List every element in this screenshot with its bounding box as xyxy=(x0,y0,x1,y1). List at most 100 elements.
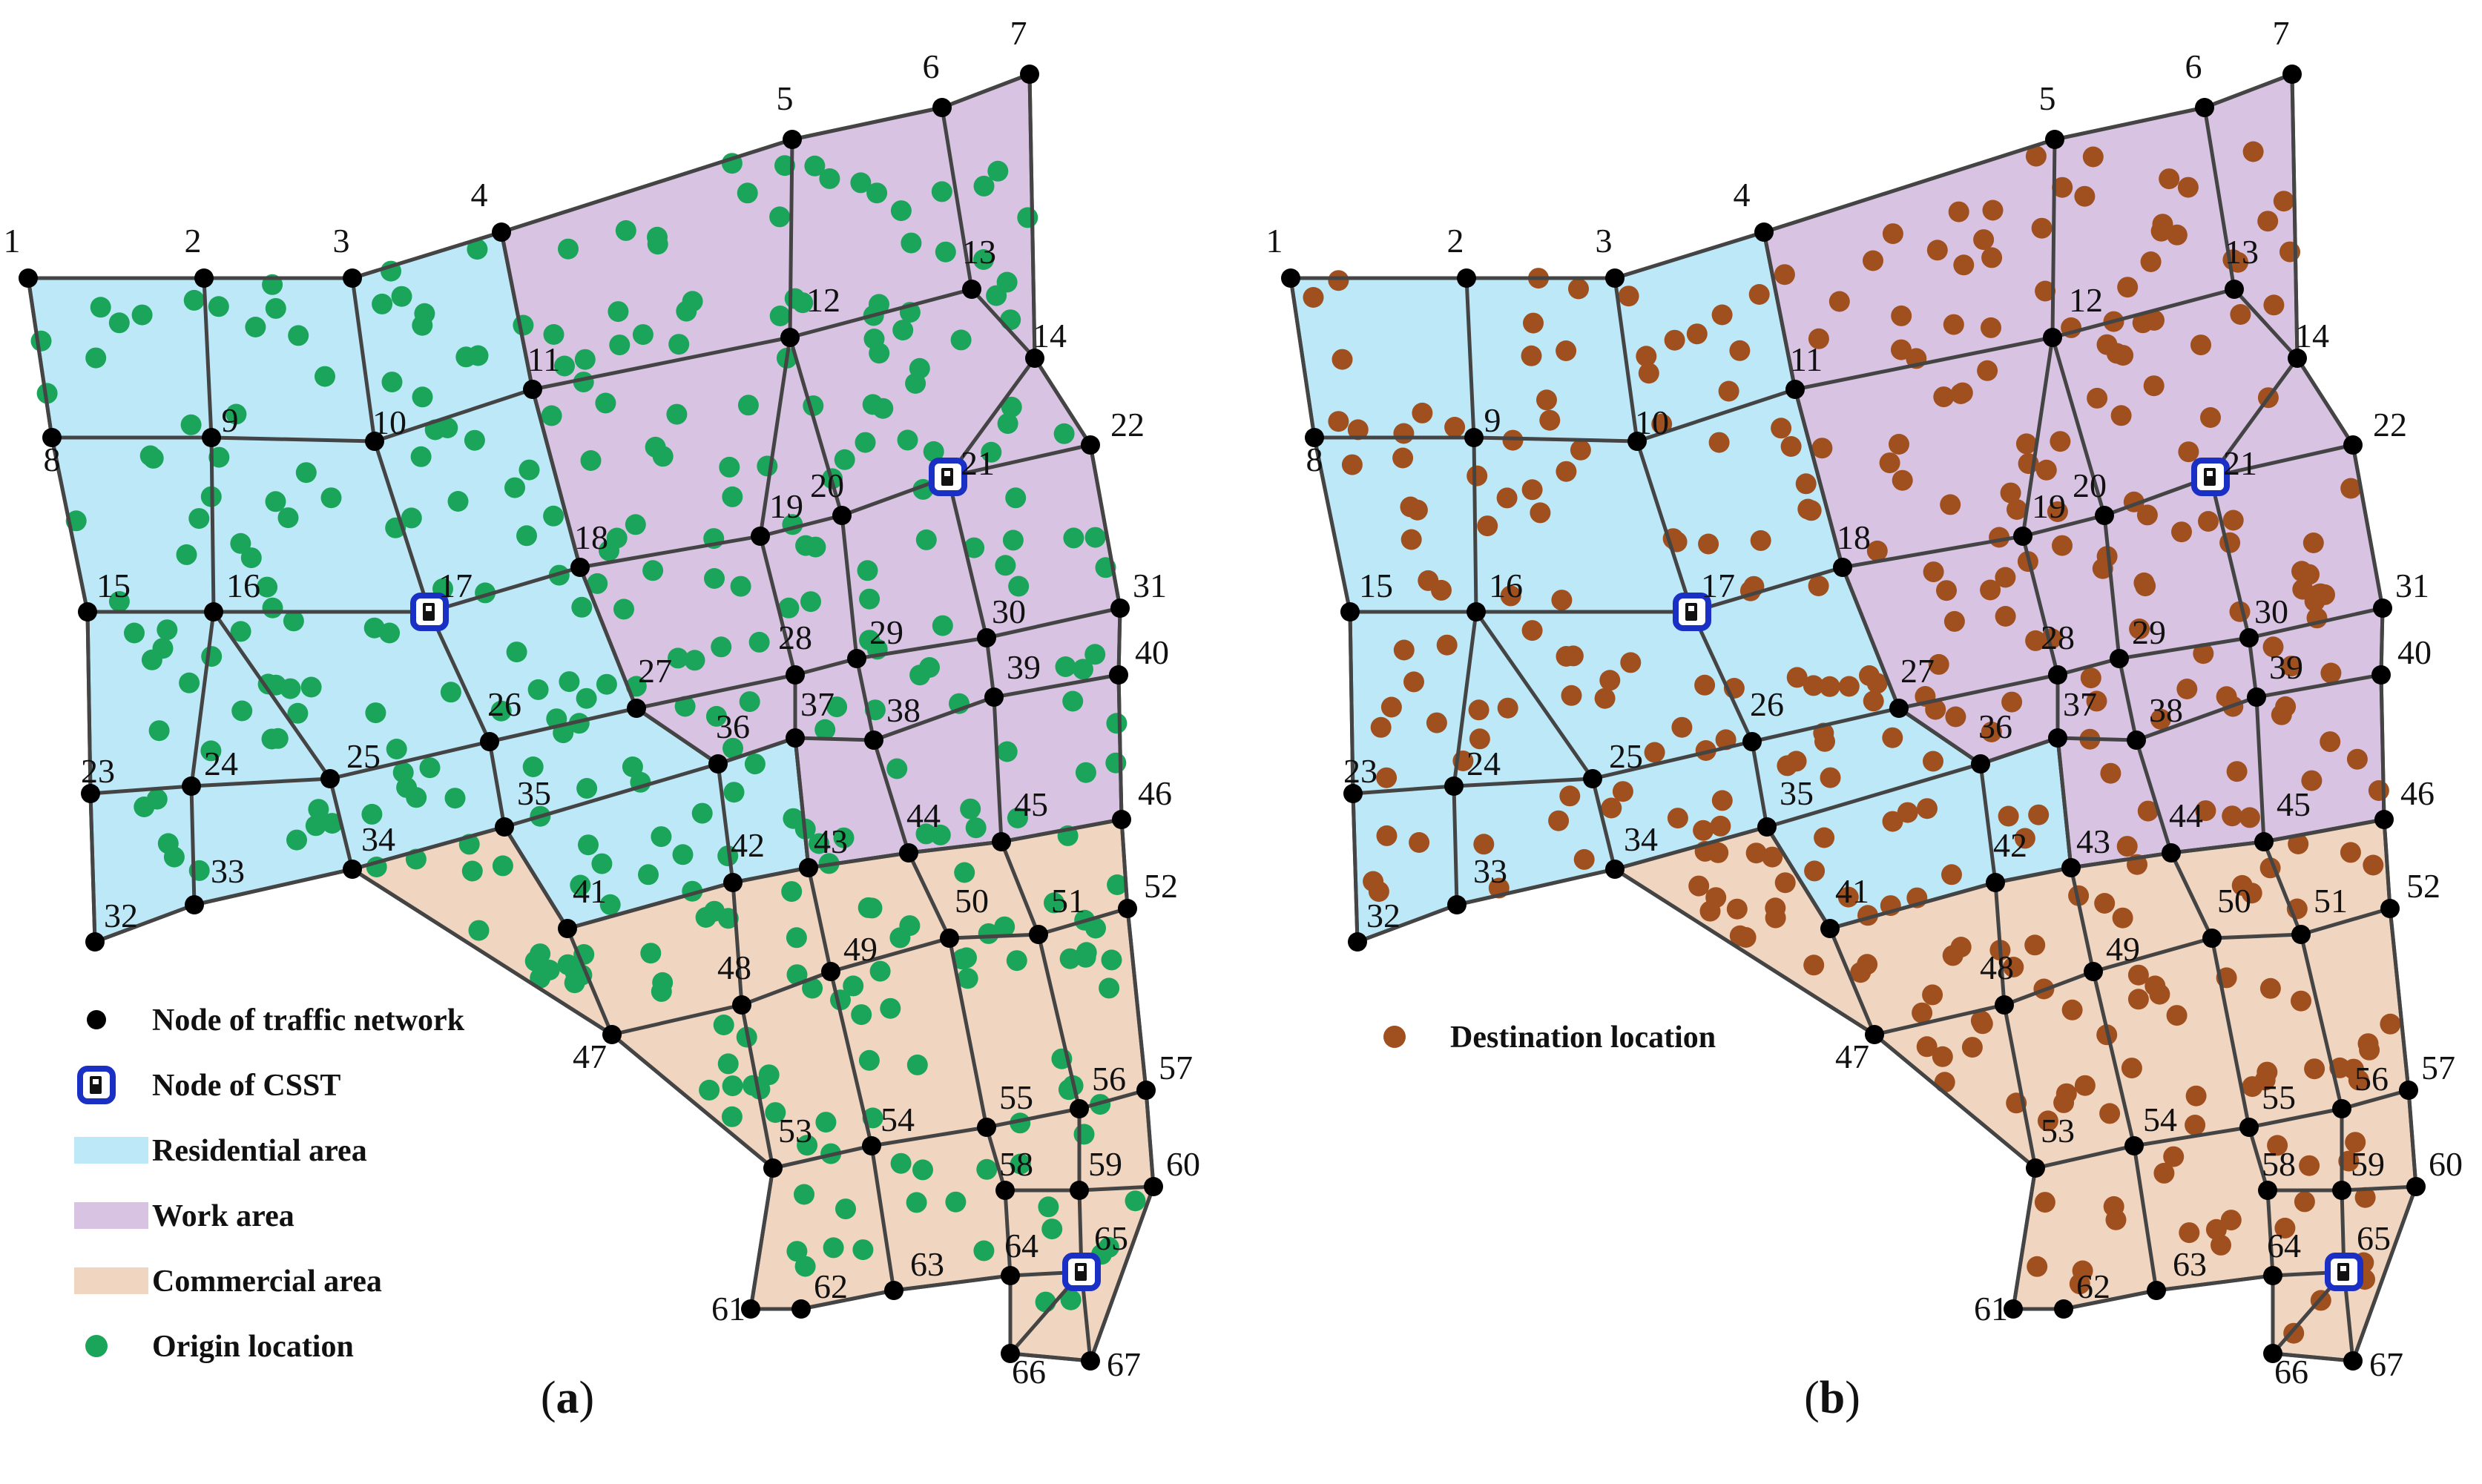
destination-location-marker xyxy=(1562,645,1584,667)
road-edge xyxy=(502,762,720,829)
destination-location-marker xyxy=(2028,804,2050,825)
node-label-15: 15 xyxy=(96,567,131,604)
road-edge xyxy=(350,276,377,443)
node-label-22: 22 xyxy=(2373,406,2407,443)
origin-location-marker xyxy=(722,486,743,507)
node-label-16: 16 xyxy=(226,567,260,604)
node-label-14: 14 xyxy=(2295,317,2329,354)
origin-location-marker xyxy=(996,271,1018,293)
node-label-22: 22 xyxy=(1110,406,1145,443)
node-label-44: 44 xyxy=(906,797,941,834)
destination-location-marker xyxy=(1380,696,1402,718)
origin-location-marker xyxy=(869,960,891,982)
destination-location-marker xyxy=(2024,934,2046,956)
destination-location-marker xyxy=(1897,802,1918,823)
destination-location-marker xyxy=(2037,1110,2058,1132)
road-edge xyxy=(1036,906,1130,937)
road-edge xyxy=(88,791,97,944)
node-label-42: 42 xyxy=(1993,826,2027,864)
road-edge xyxy=(740,969,833,1007)
node-label-6: 6 xyxy=(923,47,940,85)
destination-location-marker xyxy=(2359,1039,2380,1061)
origin-location-marker xyxy=(519,459,540,481)
origin-markers xyxy=(30,153,1146,1313)
node-label-57: 57 xyxy=(2421,1049,2455,1086)
network-node xyxy=(1971,754,1990,774)
origin-location-marker xyxy=(668,334,690,355)
road-edge xyxy=(716,762,735,885)
destination-location-marker xyxy=(1444,417,1466,438)
network-node xyxy=(2247,687,2266,707)
road-edge xyxy=(999,817,1124,844)
destination-location-marker xyxy=(1804,860,1826,882)
road-edge xyxy=(855,636,989,661)
road-edge xyxy=(1474,610,1595,781)
destination-location-marker xyxy=(2220,1210,2242,1231)
network-node xyxy=(185,895,204,914)
origin-location-marker xyxy=(622,756,643,777)
road-edge xyxy=(748,1166,775,1311)
destination-location-marker xyxy=(1530,502,1551,524)
origin-location-marker xyxy=(85,347,107,369)
road-edge xyxy=(1116,673,1124,822)
road-edge xyxy=(2247,1125,2270,1193)
origin-location-marker xyxy=(642,560,664,581)
destination-location-marker xyxy=(1568,278,1589,300)
origin-location-marker xyxy=(809,833,829,854)
road-edge xyxy=(1452,776,1595,788)
road-edge xyxy=(1144,1088,1156,1189)
node-label-49: 49 xyxy=(843,930,878,968)
road-edge xyxy=(2202,105,2236,291)
node-label-24: 24 xyxy=(1467,745,1501,782)
road-edge xyxy=(1125,906,1148,1092)
destination-location-marker xyxy=(2211,1234,2231,1256)
origin-location-marker xyxy=(558,238,579,260)
destination-location-marker xyxy=(1418,570,1439,591)
destination-location-marker xyxy=(1803,675,1824,696)
origin-location-marker xyxy=(722,1075,743,1097)
road-edge xyxy=(634,706,720,766)
road-edge xyxy=(2265,1188,2275,1278)
destination-location-marker xyxy=(1686,323,1708,345)
origin-location-marker xyxy=(287,702,309,724)
origin-location-marker xyxy=(283,610,304,632)
origin-location-marker xyxy=(786,927,807,949)
network-node xyxy=(1110,598,1130,618)
origin-location-marker xyxy=(912,1159,933,1181)
node-label-67: 67 xyxy=(2369,1345,2403,1383)
origin-location-marker xyxy=(672,844,694,865)
road-edge xyxy=(202,276,214,440)
network-node xyxy=(2263,1266,2282,1285)
origin-location-marker xyxy=(748,631,770,653)
destination-location-marker xyxy=(2190,334,2211,356)
node-label-30: 30 xyxy=(992,593,1026,630)
network-node xyxy=(2045,130,2064,149)
road-edge xyxy=(1993,865,2073,885)
origin-location-marker xyxy=(230,532,251,554)
road-edge xyxy=(1613,867,1877,1037)
destination-location-marker xyxy=(2179,1222,2200,1244)
road-edge xyxy=(1872,1032,2038,1170)
destination-location-marker xyxy=(1331,349,1353,370)
node-label-18: 18 xyxy=(574,518,608,556)
network-node xyxy=(2147,1281,2166,1300)
origin-location-marker xyxy=(645,436,666,458)
origin-location-marker xyxy=(1000,309,1021,331)
origin-location-marker xyxy=(124,622,145,644)
destination-location-marker xyxy=(1392,447,1414,469)
network-node xyxy=(320,769,340,788)
road-edge xyxy=(1635,439,1694,614)
node-label-28: 28 xyxy=(2041,619,2075,656)
road-edge xyxy=(1762,137,2057,234)
road-edge xyxy=(2295,356,2355,447)
origin-location-marker xyxy=(90,297,111,318)
destination-location-marker xyxy=(1376,825,1398,846)
origin-location-marker xyxy=(855,432,876,453)
charging-station-icon xyxy=(1673,593,1711,631)
road-edge xyxy=(892,1273,1013,1293)
network-node xyxy=(1112,810,1131,829)
road-edge xyxy=(2169,840,2266,855)
road-edge xyxy=(565,926,614,1037)
road-edge xyxy=(1464,276,1476,440)
